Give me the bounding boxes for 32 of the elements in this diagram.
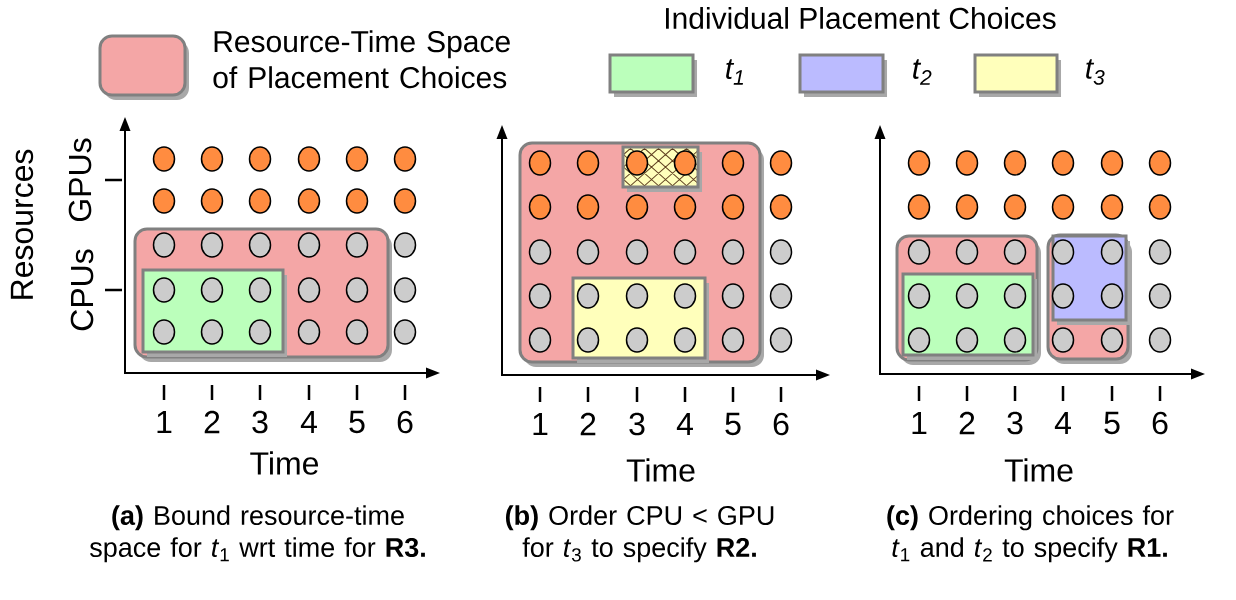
tick-label: 3 xyxy=(252,410,268,434)
tick-label: 4 xyxy=(1054,412,1071,434)
caption: (c) Ordering choices for t$_{1}$ and t$_{2}$ to specify R1. xyxy=(887,505,1174,563)
tick-label: 4 xyxy=(300,411,317,433)
legend-text: Resource-Time Space of Placement Choices xyxy=(213,30,510,89)
caption: (a) Bound resource-time space for t$_{1}$ wrt time for R3. xyxy=(90,505,425,563)
tick-label: 3 xyxy=(1007,411,1023,435)
tick-label: 3 xyxy=(629,412,645,436)
tick-label: 6 xyxy=(773,412,789,436)
legend-text: t$_{3}$ xyxy=(1086,59,1105,85)
tick-label: 5 xyxy=(349,410,365,434)
tick-label: 1 xyxy=(533,413,548,435)
tick-label: 2 xyxy=(959,411,975,435)
axis-title: Time xyxy=(626,458,695,482)
legend-text: t$_{1}$ xyxy=(726,59,743,85)
caption: (b) Order CPU < GPU for t$_{3}$ to specify R2. xyxy=(505,505,774,563)
tick-label: 5 xyxy=(725,412,741,436)
tick-label: 1 xyxy=(912,412,927,434)
axis-title: CPUs xyxy=(70,249,94,331)
tick-label: 2 xyxy=(580,412,596,436)
tick-label: 6 xyxy=(1152,411,1168,435)
axis-title: Resources xyxy=(10,149,34,299)
axis-title: Time xyxy=(250,451,319,475)
legend-title: Individual Placement Choices xyxy=(666,7,1056,29)
tick-label: 1 xyxy=(157,411,172,433)
tick-label: 5 xyxy=(1104,411,1120,435)
legend-text: t$_{2}$ xyxy=(913,59,932,85)
tick-label: 2 xyxy=(204,410,220,434)
tick-label: 6 xyxy=(397,410,413,434)
tick-label: 4 xyxy=(676,413,693,435)
axis-title: Time xyxy=(1004,458,1073,482)
axis-title: GPUs xyxy=(68,138,92,222)
